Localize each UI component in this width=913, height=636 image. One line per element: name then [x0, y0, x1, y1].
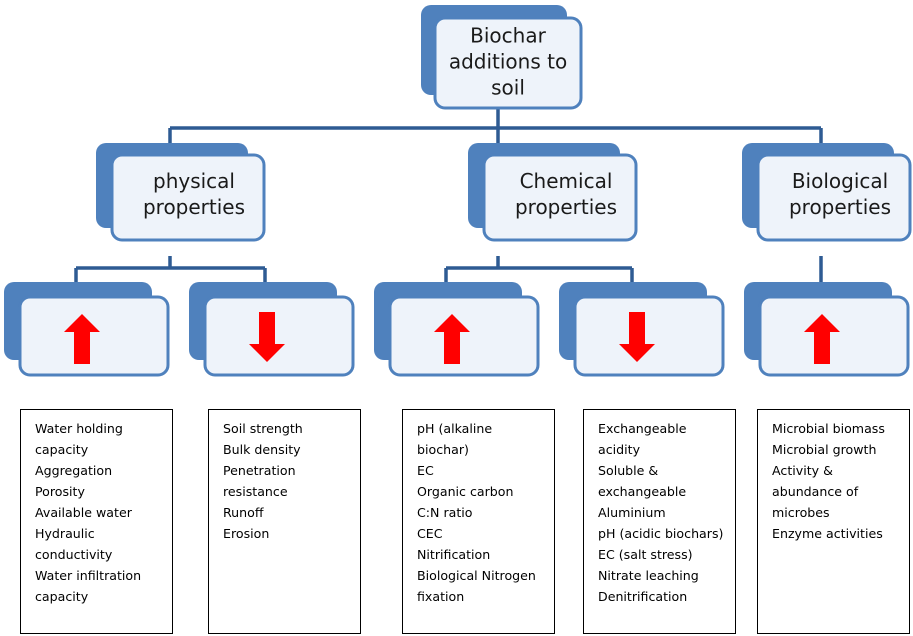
- property-list-item: Nitrification: [417, 547, 491, 562]
- property-list-item: CEC: [417, 526, 443, 541]
- property-list-item: Water infiltration: [35, 568, 142, 583]
- category-title-line: properties: [143, 195, 245, 219]
- effect-node: [374, 282, 540, 377]
- property-list-item: resistance: [223, 484, 288, 499]
- category-title-line: properties: [515, 195, 617, 219]
- property-list-item: Available water: [35, 505, 132, 520]
- property-list-item: Aggregation: [35, 463, 113, 478]
- category-title-line: Biological: [792, 169, 888, 193]
- arrow-up-icon: [64, 314, 100, 364]
- effect-node: [4, 282, 170, 377]
- category-title-line: physical: [153, 169, 235, 193]
- arrow-down-icon: [249, 312, 285, 362]
- effect-node-front: [388, 295, 540, 377]
- effect-node-front: [573, 295, 725, 377]
- property-list-item: Exchangeable: [598, 421, 687, 436]
- arrow-down-icon: [619, 312, 655, 362]
- arrow-up-icon: [804, 314, 840, 364]
- effect-node: [189, 282, 355, 377]
- property-list-item: Aluminium: [598, 505, 666, 520]
- property-list-item: microbes: [772, 505, 830, 520]
- property-list-item: Microbial growth: [772, 442, 877, 457]
- property-list-item: pH (alkaline: [417, 421, 493, 436]
- property-list-item: Soluble &: [598, 463, 659, 478]
- property-list-item: acidity: [598, 442, 641, 457]
- property-list-item: Activity &: [772, 463, 833, 478]
- property-list-item: Enzyme activities: [772, 526, 883, 541]
- property-list-item: EC: [417, 463, 434, 478]
- root-title-line: Biochar: [470, 24, 546, 48]
- root-node-front: [433, 16, 583, 110]
- effect-node: [559, 282, 725, 377]
- property-list-item: Nitrate leaching: [598, 568, 699, 583]
- property-list-item: conductivity: [35, 547, 113, 562]
- root-title-line: additions to: [449, 50, 567, 74]
- property-list-item: Denitrification: [598, 589, 688, 604]
- root-title-line: soil: [491, 76, 525, 100]
- property-list-item: abundance of: [772, 484, 859, 499]
- category-node-front: [110, 153, 266, 242]
- property-list-item: exchangeable: [598, 484, 687, 499]
- property-list-item: Organic carbon: [417, 484, 514, 499]
- effect-node-front: [203, 295, 355, 377]
- property-list-item: Water holding: [35, 421, 123, 436]
- property-list-item: Soil strength: [223, 421, 303, 436]
- effect-node-front: [758, 295, 910, 377]
- property-list-item: Biological Nitrogen: [417, 568, 536, 583]
- property-list-item: Runoff: [223, 505, 264, 520]
- property-list-item: Bulk density: [223, 442, 301, 457]
- property-list-item: C:N ratio: [417, 505, 473, 520]
- property-list-item: biochar): [417, 442, 469, 457]
- category-title-line: Chemical: [520, 169, 613, 193]
- property-list-item: capacity: [35, 442, 89, 457]
- category-title-line: properties: [789, 195, 891, 219]
- property-list-item: Penetration: [223, 463, 296, 478]
- property-list-item: capacity: [35, 589, 89, 604]
- property-list-item: Erosion: [223, 526, 270, 541]
- property-list-item: EC (salt stress): [598, 547, 693, 562]
- property-list-item: Microbial biomass: [772, 421, 885, 436]
- category-node-front: [482, 153, 638, 242]
- effect-node: [744, 282, 910, 377]
- property-list-item: Porosity: [35, 484, 85, 499]
- property-list-item: fixation: [417, 589, 465, 604]
- property-list-item: Hydraulic: [35, 526, 95, 541]
- connectors: [74, 108, 823, 286]
- category-node-front: [756, 153, 912, 242]
- property-list-item: pH (acidic biochars): [598, 526, 724, 541]
- arrow-up-icon: [434, 314, 470, 364]
- effect-node-front: [18, 295, 170, 377]
